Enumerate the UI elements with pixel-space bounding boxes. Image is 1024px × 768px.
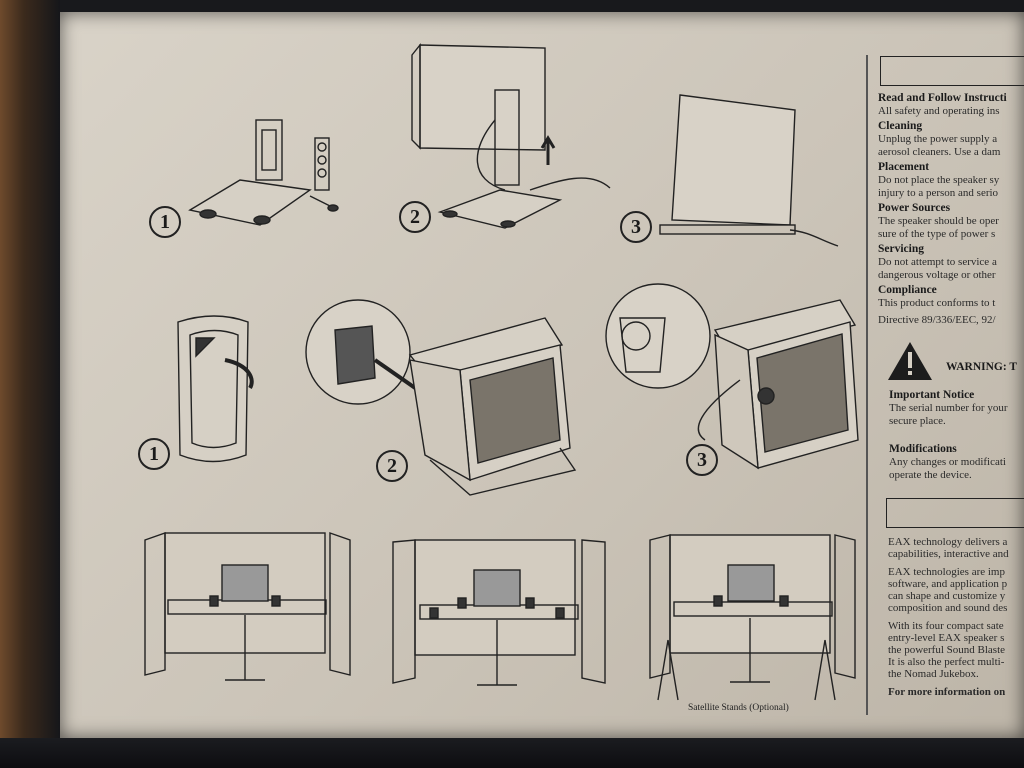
warning-label: WARNING: T	[946, 361, 1018, 373]
step-number-mid-1: 1	[138, 438, 170, 470]
eax-line: composition and sound des	[888, 602, 1008, 614]
eax-line: software, and application p	[888, 578, 1008, 590]
desk-setup-four-speakers	[392, 539, 606, 686]
eax-line: capabilities, interactive and	[888, 548, 1009, 560]
section-text: Do not place the speaker sy	[878, 174, 1000, 186]
eax-line: EAX technologies are imp	[888, 566, 1005, 578]
section-text: This product conforms to t	[878, 297, 996, 309]
step-number-mid-3: 3	[686, 444, 718, 476]
safety-section-instructions: Read and Follow Instructi All safety and…	[878, 92, 1024, 118]
important-notice: Important Notice The serial number for y…	[889, 389, 1024, 430]
warning-icon	[888, 342, 932, 380]
notice-text: The serial number for your	[889, 402, 1008, 414]
eax-paragraph-3: With its four compact sate entry-level E…	[888, 620, 1024, 680]
section-text: sure of the type of power s	[878, 228, 996, 240]
section-title: Power Sources	[878, 202, 951, 214]
eax-heading-box	[886, 498, 1024, 528]
column-divider	[866, 55, 868, 715]
section-text: All safety and operating ins	[878, 105, 1000, 117]
safety-section-cleaning: Cleaning Unplug the power supply a aeros…	[878, 120, 1024, 159]
eax-paragraph-2: EAX technologies are imp software, and a…	[888, 566, 1024, 614]
step-number-top-2: 2	[399, 201, 431, 233]
section-text: Unplug the power supply a	[878, 133, 998, 145]
eax-line: EAX technology delivers a	[888, 536, 1008, 548]
notice-title: Important Notice	[889, 389, 975, 401]
safety-heading-box	[880, 56, 1024, 86]
step-number-mid-2: 2	[376, 450, 408, 482]
stand-parts-illustration	[188, 119, 339, 226]
safety-instructions: Read and Follow Instructi All safety and…	[878, 92, 1024, 732]
notice-title: Modifications	[889, 443, 957, 455]
safety-section-placement: Placement Do not place the speaker sy in…	[878, 161, 1024, 200]
safety-section-servicing: Servicing Do not attempt to service a da…	[878, 243, 1024, 282]
section-text: aerosol cleaners. Use a dam	[878, 146, 1001, 158]
section-text: dangerous voltage or other	[878, 269, 996, 281]
eax-line: can shape and customize y	[888, 590, 1006, 602]
eax-line: With its four compact sate	[888, 620, 1004, 632]
eax-line: the powerful Sound Blaste	[888, 644, 1006, 656]
section-text: injury to a person and serio	[878, 187, 999, 199]
section-title: Cleaning	[878, 120, 923, 132]
safety-section-compliance: Compliance This product conforms to t Di…	[878, 284, 1024, 327]
eax-line: the Nomad Jukebox.	[888, 668, 979, 680]
box-edge-left	[0, 0, 60, 768]
speaker-assembled-illustration	[659, 94, 839, 247]
adhesive-pad-illustration	[177, 315, 254, 463]
desk-setup-two-speakers	[144, 532, 351, 681]
modifications-notice: Modifications Any changes or modificati …	[889, 443, 1024, 484]
box-edge-top	[60, 0, 1024, 12]
desk-setup-satellite-stands	[649, 534, 856, 701]
section-title: Servicing	[878, 243, 924, 255]
section-title: Placement	[878, 161, 930, 173]
notice-text: Any changes or modificati	[889, 456, 1006, 468]
section-title: Compliance	[878, 284, 937, 296]
step-number-top-3: 3	[620, 211, 652, 243]
speaker-attach-illustration	[411, 43, 611, 229]
eax-line: entry-level EAX speaker s	[888, 632, 1005, 644]
step-number-top-1: 1	[149, 206, 181, 238]
notice-text: operate the device.	[889, 469, 972, 481]
eax-more-info: For more information on	[888, 686, 1006, 698]
eax-line: It is also the perfect multi-	[888, 656, 1005, 668]
section-text: The speaker should be oper	[878, 215, 999, 227]
warning-row: WARNING: T	[890, 340, 1024, 382]
satellite-stands-caption: Satellite Stands (Optional)	[688, 703, 789, 713]
safety-section-power: Power Sources The speaker should be oper…	[878, 202, 1024, 241]
monitor-mount-illustration	[305, 299, 577, 496]
notice-text: secure place.	[889, 415, 946, 427]
eax-description: EAX technology delivers a capabilities, …	[888, 536, 1024, 716]
section-text: Do not attempt to service a	[878, 256, 997, 268]
section-title: Read and Follow Instructi	[878, 92, 1007, 104]
eax-paragraph-1: EAX technology delivers a capabilities, …	[888, 536, 1024, 560]
section-text: Directive 89/336/EEC, 92/	[878, 314, 996, 326]
volume-knob-illustration	[605, 283, 859, 470]
box-edge-bottom	[0, 738, 1024, 768]
